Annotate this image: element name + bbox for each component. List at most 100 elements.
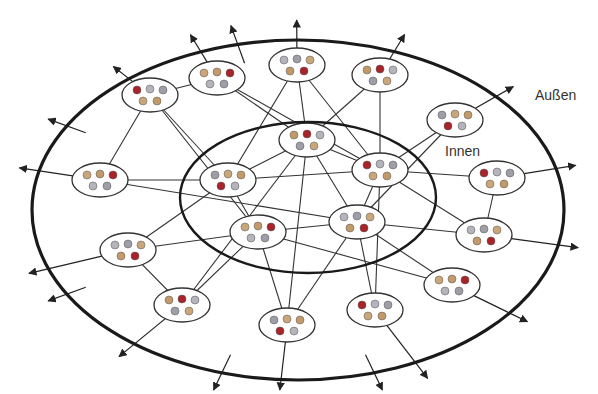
cell-dot — [487, 237, 495, 245]
cell-ellipse — [427, 103, 483, 137]
cell-dot — [310, 142, 318, 150]
cell-group — [100, 233, 156, 267]
cell-dot — [384, 301, 392, 309]
cell-dot — [296, 316, 304, 324]
outward-arrow — [119, 319, 165, 357]
cell-group — [347, 293, 403, 327]
cell-dot — [211, 171, 219, 179]
cell-dot — [363, 161, 371, 169]
region-outline — [178, 120, 438, 275]
cell-group — [200, 163, 256, 197]
cell-dot — [389, 66, 397, 74]
cell-group — [329, 205, 385, 239]
cell-dot — [467, 226, 475, 234]
cell-dot — [473, 237, 481, 245]
cell-dot — [276, 327, 284, 335]
cell-dot — [358, 301, 366, 309]
cell-ellipse — [259, 308, 315, 342]
cell-dot — [146, 85, 154, 93]
cell-dot — [360, 224, 368, 232]
cell-dot — [346, 224, 354, 232]
outward-arrow — [524, 165, 576, 173]
cell-group — [352, 153, 408, 187]
network-link — [287, 140, 307, 325]
cell-dot — [283, 315, 291, 323]
cell-dot — [159, 86, 167, 94]
cell-group — [230, 215, 286, 249]
cell-dot — [139, 97, 147, 105]
cell-dot — [280, 56, 288, 64]
cell-dot — [486, 180, 494, 188]
cell-dot — [200, 69, 208, 77]
cell-dot — [191, 296, 199, 304]
cell-dot — [96, 170, 104, 178]
cell-dot — [124, 240, 132, 248]
region-ellipse: AußenInnen — [30, 38, 566, 382]
network-link — [150, 95, 258, 232]
cell-dot — [171, 307, 179, 315]
cell-dot — [353, 212, 361, 220]
cell-group — [122, 78, 178, 112]
cell-group — [424, 268, 480, 302]
cell-group — [427, 103, 483, 137]
network-link — [217, 78, 380, 170]
cell-dot — [83, 171, 91, 179]
cell-dot — [293, 55, 301, 63]
outward-arrow — [390, 34, 405, 59]
cell-dot — [247, 234, 255, 242]
cell-group — [456, 218, 512, 252]
cell-dot — [366, 213, 374, 221]
cell-dot — [213, 68, 221, 76]
cell-dot — [290, 327, 298, 335]
outward-arrow — [474, 296, 528, 322]
cell-dot — [369, 77, 377, 85]
cell-ellipse — [469, 161, 525, 195]
cell-group — [352, 58, 408, 92]
cell-ellipse — [347, 293, 403, 327]
cell-ellipse — [154, 288, 210, 322]
cell-group — [259, 308, 315, 342]
cell-dot — [241, 223, 249, 231]
cell-dot — [131, 252, 139, 260]
region-border — [180, 122, 436, 273]
cell-group — [154, 288, 210, 322]
cell-group — [469, 161, 525, 195]
cell-dot — [220, 80, 228, 88]
cell-dot — [383, 77, 391, 85]
cell-dot — [185, 307, 193, 315]
cell-group — [72, 163, 128, 197]
cell-ellipse — [352, 58, 408, 92]
cell-dot — [376, 160, 384, 168]
cell-dot — [435, 276, 443, 284]
cell-dot — [178, 295, 186, 303]
cell-groups — [72, 48, 525, 342]
cell-group — [279, 123, 335, 157]
cell-group — [269, 48, 325, 82]
cell-dot — [389, 161, 397, 169]
cell-dot — [254, 222, 262, 230]
cell-dot — [206, 80, 214, 88]
outward-arrow — [19, 168, 72, 176]
region-outline — [30, 38, 566, 382]
cell-dot — [480, 169, 488, 177]
cell-dot — [226, 69, 234, 77]
cell-dot — [290, 131, 298, 139]
region-label: Innen — [443, 143, 482, 159]
cell-dot — [376, 65, 384, 73]
cell-dot — [267, 223, 275, 231]
cell-dot — [224, 170, 232, 178]
cell-dot — [493, 226, 501, 234]
cell-dot — [286, 67, 294, 75]
cell-dot — [300, 67, 308, 75]
cell-dot — [261, 234, 269, 242]
cell-ellipse — [122, 78, 178, 112]
cell-dot — [441, 287, 449, 295]
cell-dot — [306, 56, 314, 64]
outward-arrow — [511, 239, 578, 248]
cell-ellipse — [269, 48, 325, 82]
cell-dot — [237, 171, 245, 179]
network-link — [375, 170, 380, 310]
cell-ellipse — [456, 218, 512, 252]
